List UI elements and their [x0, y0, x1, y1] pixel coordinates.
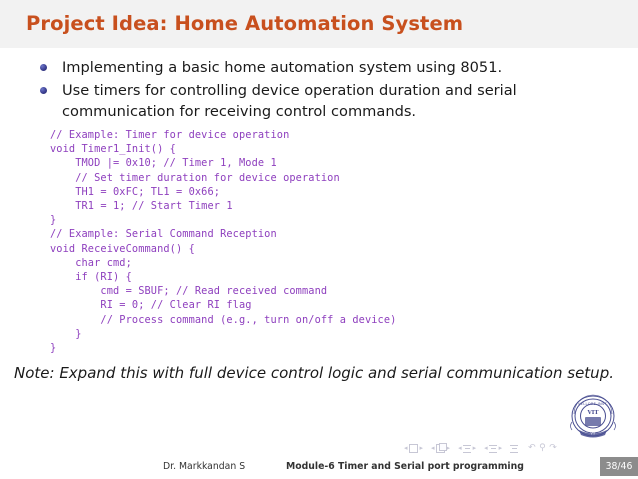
nav-group-slide[interactable]: ◂ ▸	[404, 444, 423, 453]
svg-text:VIT: VIT	[590, 431, 595, 435]
chevron-right-icon[interactable]: ▸	[498, 444, 503, 452]
nav-group-section[interactable]: ◂ ▸	[484, 444, 503, 453]
note-text: Note: Expand this with full device contr…	[14, 364, 614, 383]
bullet-list: Implementing a basic home automation sys…	[40, 57, 550, 122]
slide-body: Implementing a basic home automation sys…	[0, 48, 638, 385]
forward-icon[interactable]: ↷	[549, 443, 557, 453]
slide-box-icon[interactable]	[409, 444, 419, 453]
nav-group-doc[interactable]	[510, 444, 519, 453]
list-item-label: Implementing a basic home automation sys…	[62, 59, 503, 76]
page-title: Project Idea: Home Automation System	[26, 12, 464, 35]
chevron-right-icon[interactable]: ▸	[472, 444, 477, 452]
footer-author: Dr. Markkandan S	[163, 461, 246, 472]
nav-group-frame[interactable]: ◂ ▸	[431, 443, 451, 453]
chevron-left-icon[interactable]: ◂	[431, 444, 435, 452]
chevron-right-icon[interactable]: ▸	[446, 444, 451, 452]
back-icon[interactable]: ↶	[528, 443, 536, 453]
svg-text:VIT: VIT	[587, 410, 600, 416]
list-item-label: Use timers for controlling device operat…	[62, 82, 517, 120]
code-listing: // Example: Timer for device operation v…	[50, 129, 397, 355]
slide-footer: Dr. Markkandan S Module-6 Timer and Seri…	[0, 455, 638, 479]
nav-group-search[interactable]: ↶ ⚲ ↷	[526, 444, 557, 453]
section-lines-icon[interactable]	[489, 444, 498, 453]
frame-box-icon[interactable]	[436, 443, 447, 453]
list-item: Implementing a basic home automation sys…	[40, 57, 550, 78]
search-icon[interactable]: ⚲	[539, 443, 546, 453]
chevron-left-icon[interactable]: ◂	[404, 444, 408, 452]
chevron-left-icon[interactable]: ◂	[458, 444, 462, 452]
chevron-right-icon[interactable]: ▸	[419, 444, 424, 452]
bullet-dot-icon	[40, 64, 47, 71]
nav-group-subsection[interactable]: ◂ ▸	[458, 444, 477, 453]
slide-header: Project Idea: Home Automation System	[0, 0, 638, 48]
beamer-navigation-symbols[interactable]: ◂ ▸ ◂ ▸ ◂ ▸ ◂ ▸ ↶ ⚲ ↷	[404, 441, 632, 456]
bullet-dot-icon	[40, 87, 47, 94]
vit-university-crest-logo: VELLORE INST. VIT VIT	[566, 392, 620, 444]
list-item: Use timers for controlling device operat…	[40, 80, 550, 122]
chevron-left-icon[interactable]: ◂	[484, 444, 488, 452]
svg-text:VELLORE INST.: VELLORE INST.	[578, 402, 608, 406]
footer-section-title: Module-6 Timer and Serial port programmi…	[286, 461, 524, 472]
page-number-badge: 38/46	[600, 457, 638, 476]
subsection-lines-icon[interactable]	[463, 444, 472, 453]
document-lines-icon[interactable]	[510, 444, 519, 453]
